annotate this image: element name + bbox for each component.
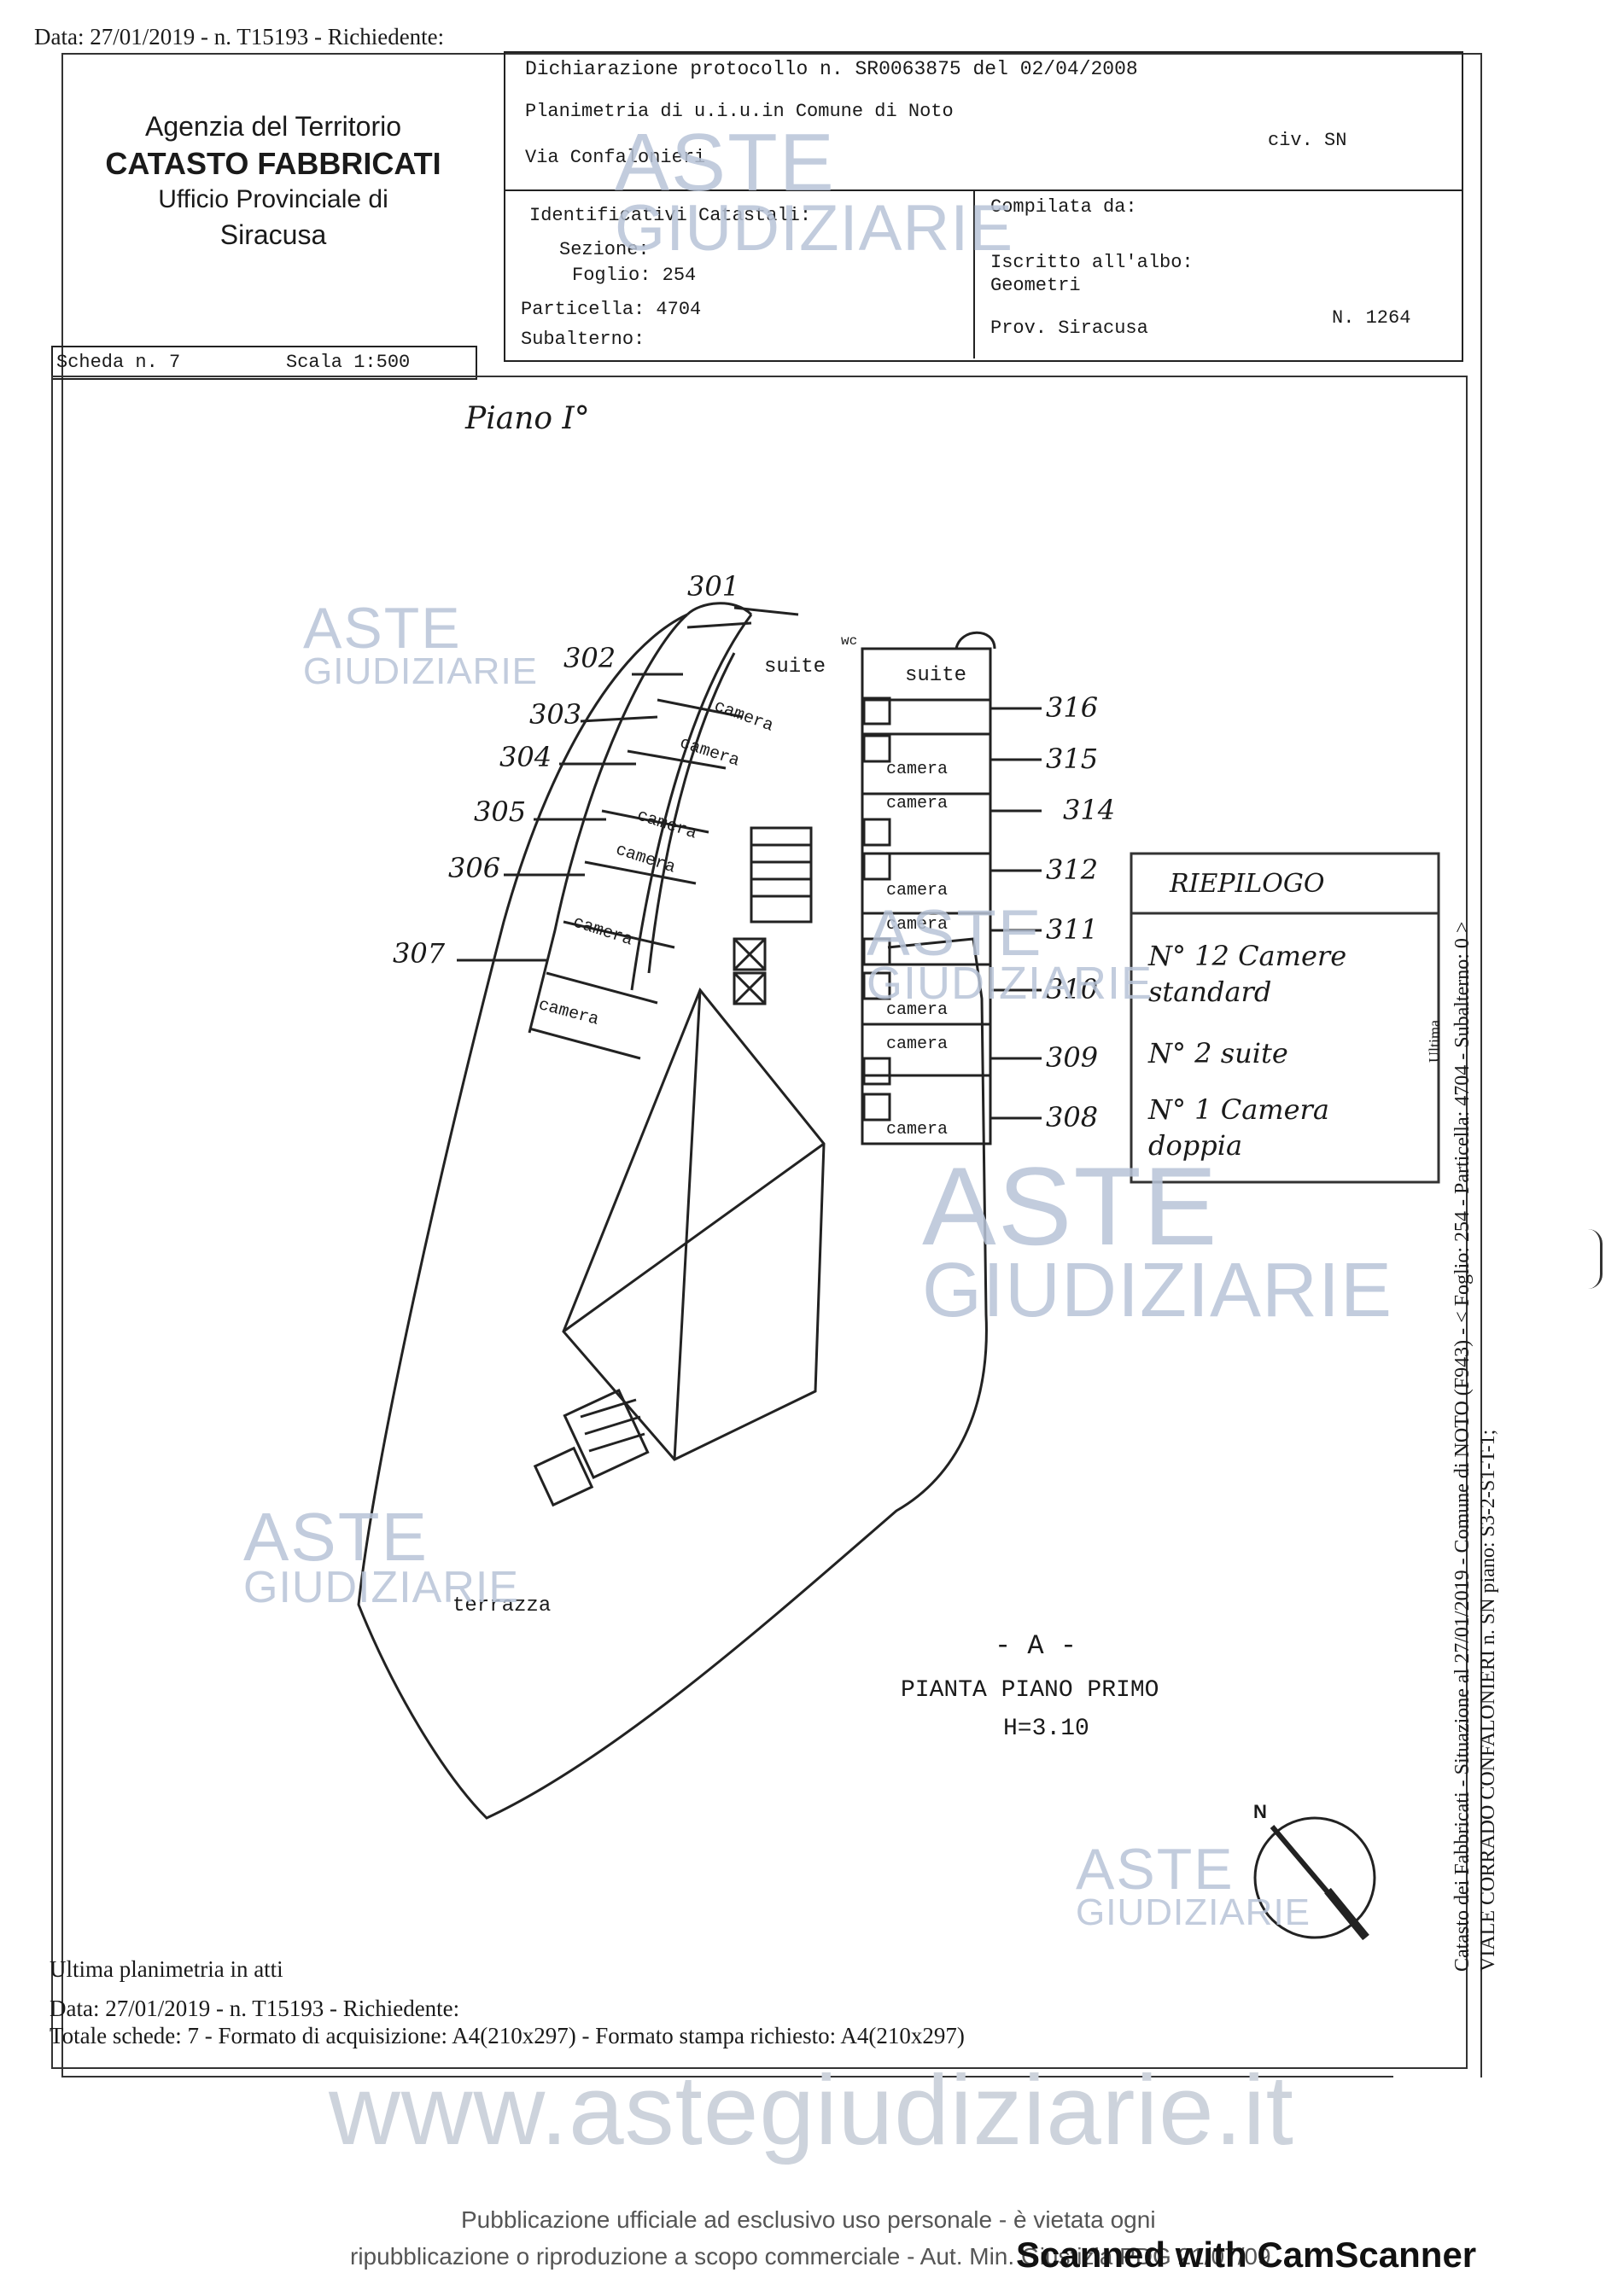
iscritto-label: Iscritto all'albo: (990, 252, 1194, 273)
riepilogo-title: RIEPILOGO (1170, 869, 1325, 899)
agency-name: Agenzia del Territorio (144, 111, 401, 142)
room-camera-r7: camera (886, 1120, 949, 1139)
publication-line-1: Pubblicazione ufficiale ad esclusivo uso… (461, 2206, 1156, 2233)
aste-watermark-2: ASTE GIUDIZIARIE (303, 596, 539, 693)
civ-text: civ. SN (1268, 130, 1347, 151)
room-number-306: 306 (448, 852, 501, 884)
agency-block: Agenzia del Territorio CATASTO FABBRICAT… (68, 111, 478, 251)
header-divider-h (504, 189, 1462, 191)
drawing-frame (51, 376, 1468, 2069)
piano-note: Piano I° (465, 401, 590, 436)
header-box (504, 51, 1463, 362)
aste-watermark-4: ASTE GIUDIZIARIE (922, 1144, 1393, 1333)
dichiarazione-text: Dichiarazione protocollo n. SR0063875 de… (525, 58, 1138, 80)
room-number-301: 301 (687, 570, 740, 603)
room-wc: wc (841, 633, 858, 649)
aste-watermark-6: ASTE GIUDIZIARIE (1076, 1837, 1311, 1934)
room-number-309: 309 (1046, 1041, 1099, 1074)
foglio-label: Foglio: 254 (572, 265, 697, 286)
room-number-316: 316 (1046, 691, 1099, 724)
scheda-label: Scheda n. 7 (56, 352, 181, 373)
subalterno-label: Subalterno: (521, 329, 645, 350)
room-number-311: 311 (1046, 913, 1099, 946)
side-text-line-1: Catasto dei Fabbricati - Situazione al 2… (1451, 921, 1474, 1972)
room-number-304: 304 (499, 741, 552, 773)
room-number-310: 310 (1046, 973, 1099, 1005)
top-date-line: Data: 27/01/2019 - n. T15193 - Richieden… (34, 24, 445, 50)
footer-rule (61, 2076, 1393, 2077)
aste-watermark-5: ASTE GIUDIZIARIE (243, 1499, 520, 1612)
outer-frame (61, 53, 1482, 2077)
room-camera-r1: camera (886, 760, 949, 779)
north-arrow-icon (1253, 1816, 1376, 1941)
room-number-314: 314 (1063, 794, 1116, 826)
room-number-312: 312 (1046, 854, 1099, 886)
plan-title-a: - A - (995, 1630, 1077, 1662)
geometri-label: Geometri (990, 275, 1081, 296)
scheda-box (51, 346, 477, 380)
plan-title-main: PIANTA PIANO PRIMO (901, 1677, 1159, 1704)
compilata-label: Compilata da: (990, 196, 1137, 218)
identificativi-label: Identificativi Catastali: (529, 205, 812, 226)
website-watermark: www.astegiudiziarie.it (329, 2054, 1294, 2165)
room-suite-right: suite (905, 664, 967, 687)
room-number-305: 305 (474, 795, 527, 828)
publication-line-2: ripubblicazione o riproduzione a scopo c… (350, 2243, 1271, 2270)
footer-totale: Totale schede: 7 - Formato di acquisizio… (50, 2023, 965, 2048)
room-camera-r4: camera (886, 915, 949, 935)
north-label: N (1253, 1801, 1267, 1822)
riepilogo-line-1: N° 12 Camere standard (1148, 940, 1347, 1008)
aste-watermark-1: ASTE GIUDIZIARIE (615, 117, 1014, 265)
room-suite-left: suite (764, 656, 826, 679)
city-label: Siracusa (219, 219, 327, 250)
header-divider-v (973, 189, 975, 358)
side-text-line-2: VIALE CORRADO CONFALONIERI n. SN piano: … (1477, 1429, 1499, 1972)
sezione-label: Sezione: (559, 239, 650, 260)
scala-label: Scala 1:500 (286, 352, 411, 373)
n-albo-label: N. 1264 (1332, 307, 1411, 329)
room-number-302: 302 (563, 642, 616, 674)
via-text: Via Confalonieri (525, 147, 706, 168)
room-camera-r5: camera (886, 1000, 949, 1020)
riepilogo-line-2: N° 2 suite (1148, 1037, 1288, 1069)
riepilogo-line-3: N° 1 Camera doppia (1148, 1093, 1329, 1162)
catasto-title: CATASTO FABBRICATI (105, 146, 441, 181)
room-number-315: 315 (1046, 743, 1099, 775)
footer-date: Data: 27/01/2019 - n. T15193 - Richieden… (50, 1996, 460, 2021)
room-number-303: 303 (529, 698, 582, 731)
aste-watermark-3: ASTE GIUDIZIARIE (867, 897, 1153, 1010)
planimetria-text: Planimetria di u.i.u.in Comune di Noto (525, 101, 954, 122)
room-camera-r2: camera (886, 794, 949, 813)
edge-mark (1588, 1229, 1603, 1289)
prov-label: Prov. Siracusa (990, 318, 1148, 339)
plan-title-h: H=3.10 (1003, 1716, 1089, 1742)
room-number-307: 307 (393, 937, 446, 970)
side-text-mark: Ultima (1426, 1020, 1443, 1063)
room-terrazza: terrazza (452, 1594, 552, 1617)
particella-label: Particella: 4704 (521, 299, 702, 320)
room-camera-r3: camera (886, 881, 949, 900)
room-number-308: 308 (1046, 1101, 1099, 1133)
ufficio-label: Ufficio Provinciale di (158, 185, 388, 213)
ultima-label: Ultima planimetria in atti (50, 1956, 283, 1982)
camscanner-label: Scanned with CamScanner (1016, 2235, 1477, 2275)
room-camera-r6: camera (886, 1034, 949, 1054)
